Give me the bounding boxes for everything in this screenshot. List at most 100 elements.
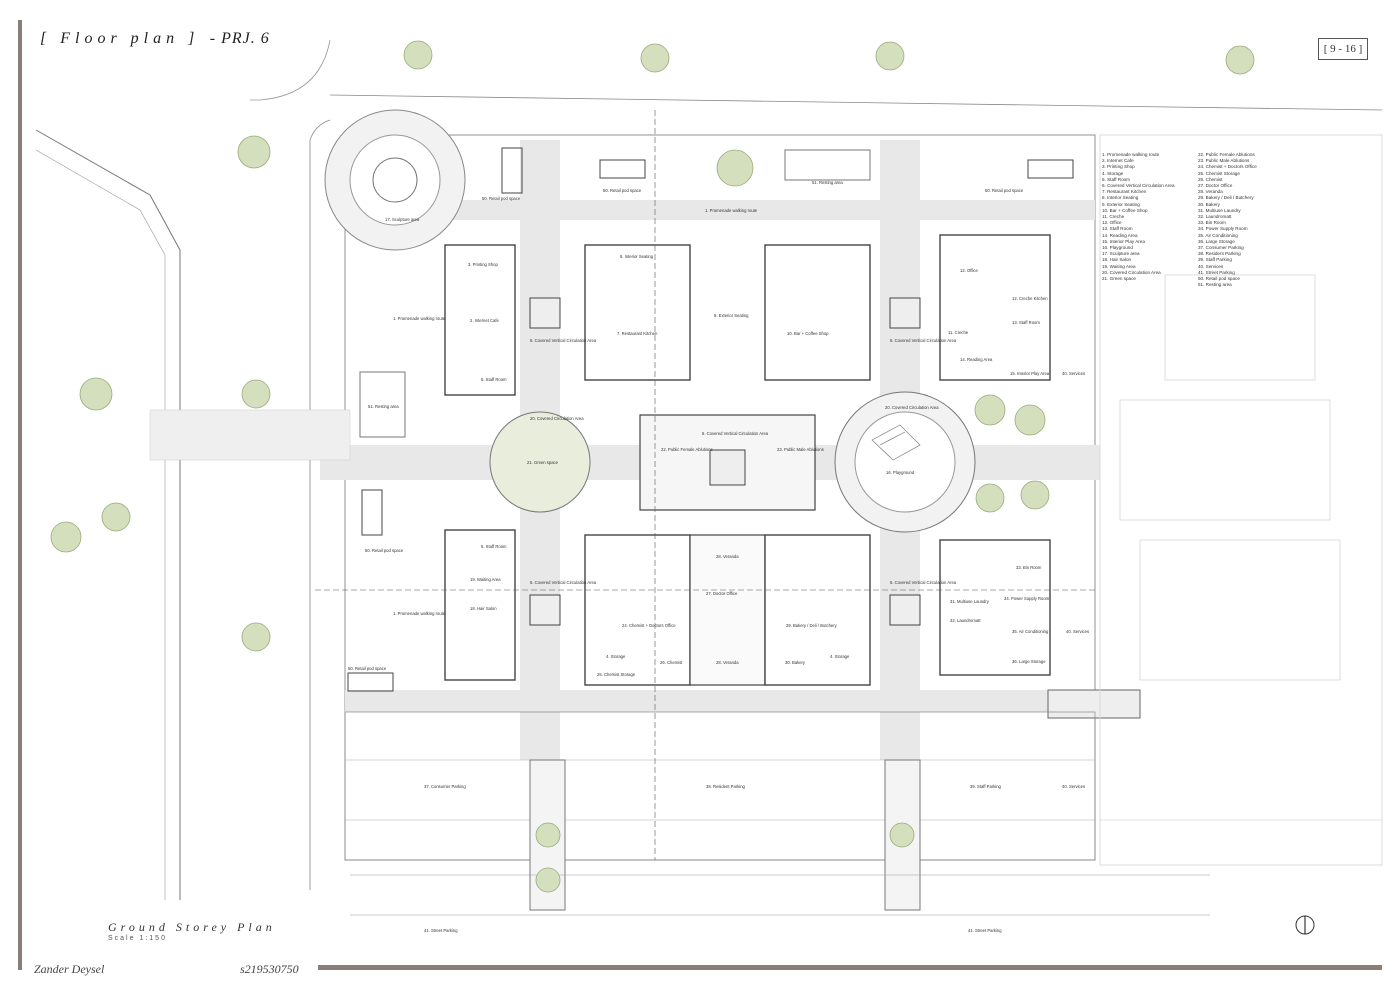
- retail-pod: [361, 489, 383, 536]
- label-laundry: 31. Multiuse Laundry: [950, 599, 989, 604]
- label-creche-kitchen: 12. Creche Kitchen: [1012, 296, 1048, 301]
- label-internet: 2. Internet Cafe: [470, 318, 499, 323]
- label-services: 40. Services: [1062, 371, 1086, 376]
- label-bar: 10. Bar + Coffee Shop: [787, 331, 829, 336]
- legend-item: 50. Retail pod space: [1198, 276, 1240, 282]
- label-bin-room: 33. Bin Room: [1016, 565, 1042, 570]
- label-large-storage: 36. Large Storage: [1012, 659, 1046, 664]
- label-covered-circulation: 20. Covered Circulation Area: [885, 405, 939, 410]
- legend-item: 40. Services: [1198, 263, 1224, 269]
- label-male-ablutions: 23. Public Male Ablutions: [777, 447, 824, 452]
- label-resting: 51. Resting area: [368, 404, 399, 409]
- legend-item: 12. Office: [1102, 220, 1122, 226]
- label-retail: 50. Retail pod space: [985, 188, 1024, 193]
- legend-item: 17. Sculpture area: [1102, 251, 1140, 257]
- label-circulation: 6. Covered Vertical Circulation Area: [890, 580, 957, 585]
- label-promenade: 1. Promenade walking route: [393, 316, 446, 321]
- retail-pod: [1027, 159, 1074, 179]
- legend-item: 23. Public Male Ablutions: [1198, 158, 1250, 164]
- stair-core: [889, 297, 921, 329]
- legend-item: 21. Green space: [1102, 276, 1136, 282]
- label-chemist-doctor: 24. Chemist + Doctors Office: [622, 623, 676, 628]
- legend-item: 38. Resident Parking: [1198, 251, 1241, 257]
- laundry-building: [939, 539, 1051, 676]
- walkway-bottom: [345, 690, 1095, 712]
- legend-item: 37. Consumer Parking: [1198, 245, 1244, 251]
- label-sculpture: 17. Sculpture area: [385, 217, 420, 222]
- legend-item: 25. Chemist Storage: [1198, 170, 1240, 176]
- legend-item: 1. Promenade walking route: [1102, 152, 1160, 157]
- legend-item: 4. Storage: [1102, 170, 1124, 176]
- label-aircon: 35. Air Conditioning: [1012, 629, 1049, 634]
- legend-item: 18. Hair Salon: [1102, 257, 1132, 263]
- sheet-title: [ Floor plan ] - PRJ. 6: [40, 30, 290, 66]
- label-street-parking: 41. Street Parking: [968, 928, 1002, 933]
- bar-building: [764, 244, 871, 381]
- title-text: [ Floor plan ]: [40, 30, 200, 47]
- tree-group: [50, 40, 1255, 893]
- label-exterior-seating: 9. Exterior Seating: [714, 313, 749, 318]
- label-kitchen: 7. Restaurant Kitchen: [617, 331, 658, 336]
- legend-item: 24. Chemist + Doctors Office: [1198, 164, 1257, 170]
- legend-item: 9. Exterior Seating: [1102, 201, 1140, 207]
- legend-item: 20. Covered Circulation Area: [1102, 269, 1161, 275]
- legend-item: 26. Chemist: [1198, 176, 1223, 182]
- label-printing: 3. Printing Shop: [468, 262, 498, 267]
- legend-item: 22. Public Female Ablutions: [1198, 152, 1255, 157]
- legend-item: 10. Bar + Coffee Shop: [1102, 207, 1148, 213]
- legend-item: 31. Multiuse Laundry: [1198, 207, 1241, 213]
- label-retail: 50. Retail pod space: [482, 196, 521, 201]
- label-office: 12. Office: [960, 268, 978, 273]
- label-reading: 14. Reading Area: [960, 357, 993, 362]
- stair-core: [889, 594, 921, 626]
- label-resting: 51. Resting area: [812, 180, 843, 185]
- retail-pod: [501, 147, 523, 194]
- legend-item: 27. Doctor Office: [1198, 183, 1233, 189]
- label-green-space: 21. Green space: [527, 460, 558, 465]
- label-interior-play: 15. Interior Play Area: [1010, 371, 1050, 376]
- legend-item: 32. Laundromatt: [1198, 214, 1232, 220]
- legend-item: 36. Large Storage: [1198, 238, 1235, 244]
- bakery-building: [764, 534, 871, 686]
- label-circulation: 6. Covered Vertical Circulation Area: [890, 338, 957, 343]
- label-staff-parking: 39. Staff Parking: [970, 784, 1001, 789]
- resting-area: [784, 149, 871, 181]
- label-promenade: 1. Promenade walking route: [393, 611, 446, 616]
- label-laundromatt: 32. Laundromatt: [950, 618, 981, 623]
- stair-core: [529, 594, 561, 626]
- legend-item: 7. Restaurant Kitchen: [1102, 189, 1147, 195]
- label-retail: 50. Retail pod space: [603, 188, 642, 193]
- label-storage: 4. Storage: [606, 654, 626, 659]
- legend-item: 11. Creche: [1102, 214, 1125, 220]
- pedestrian-crossing: [149, 409, 351, 461]
- legend-item: 8. Interior Seating: [1102, 195, 1139, 201]
- legend-item: 14. Reading Area: [1102, 232, 1138, 238]
- legend-item: 29. Bakery / Deli / Butchery: [1198, 195, 1254, 201]
- label-circulation: 6. Covered Vertical Circulation Area: [530, 580, 597, 585]
- chemist-building: [584, 534, 691, 686]
- road-edge: [35, 129, 181, 900]
- legend-item: 35. Air Conditioning: [1198, 232, 1238, 238]
- internet-cafe-building: [444, 244, 516, 396]
- label-circulation: 6. Covered Vertical Circulation Area: [702, 431, 769, 436]
- stair-core: [529, 297, 561, 329]
- label-doctor: 27. Doctor Office: [706, 591, 738, 596]
- label-staff-room: 13. Staff Room: [1012, 320, 1040, 325]
- legend-item: 41. Street Parking: [1198, 269, 1235, 275]
- plan-scale: Scale 1:150: [108, 935, 167, 942]
- label-chemist-storage: 25. Chemist Storage: [597, 672, 636, 677]
- label-services: 40. Services: [1066, 629, 1090, 634]
- label-female-ablutions: 22. Public Female Ablutions: [661, 447, 713, 452]
- veranda-building: [689, 534, 766, 686]
- label-playground: 16. Playground: [886, 470, 915, 475]
- label-consumer-parking: 37. Consumer Parking: [424, 784, 466, 789]
- parking-area: [344, 711, 1096, 861]
- label-waiting: 19. Waiting Area: [470, 577, 501, 582]
- green-space-circle: [489, 411, 591, 513]
- legend-item: 19. Waiting Area: [1102, 263, 1136, 269]
- label-services: 40. Services: [1062, 784, 1086, 789]
- label-interior-seating: 8. Interior Seating: [620, 254, 654, 259]
- legend-item: 6. Covered Vertical Circulation Area: [1102, 183, 1175, 189]
- restaurant-building: [584, 244, 691, 381]
